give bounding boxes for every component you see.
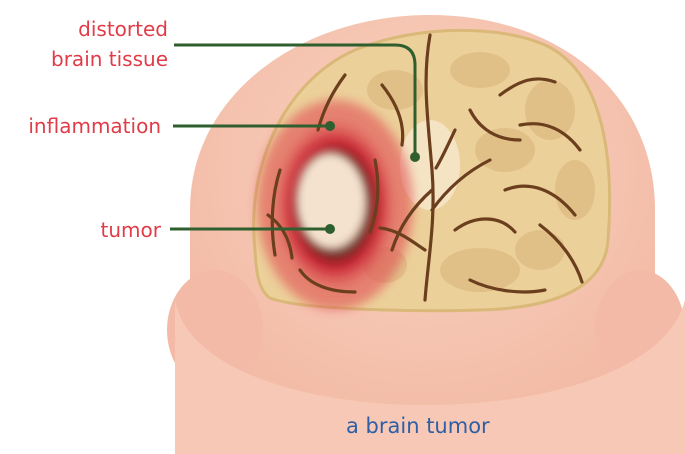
caption: a brain tumor xyxy=(346,414,490,438)
label-distorted-line2: brain tissue xyxy=(51,44,168,74)
dot-distorted-tissue xyxy=(410,152,420,162)
label-tumor: tumor xyxy=(101,215,161,245)
dot-tumor xyxy=(325,224,335,234)
dot-inflammation xyxy=(325,121,335,131)
label-distorted-line1: distorted xyxy=(51,14,168,44)
label-distorted-brain-tissue: distorted brain tissue xyxy=(51,14,168,74)
label-inflammation: inflammation xyxy=(28,111,161,141)
